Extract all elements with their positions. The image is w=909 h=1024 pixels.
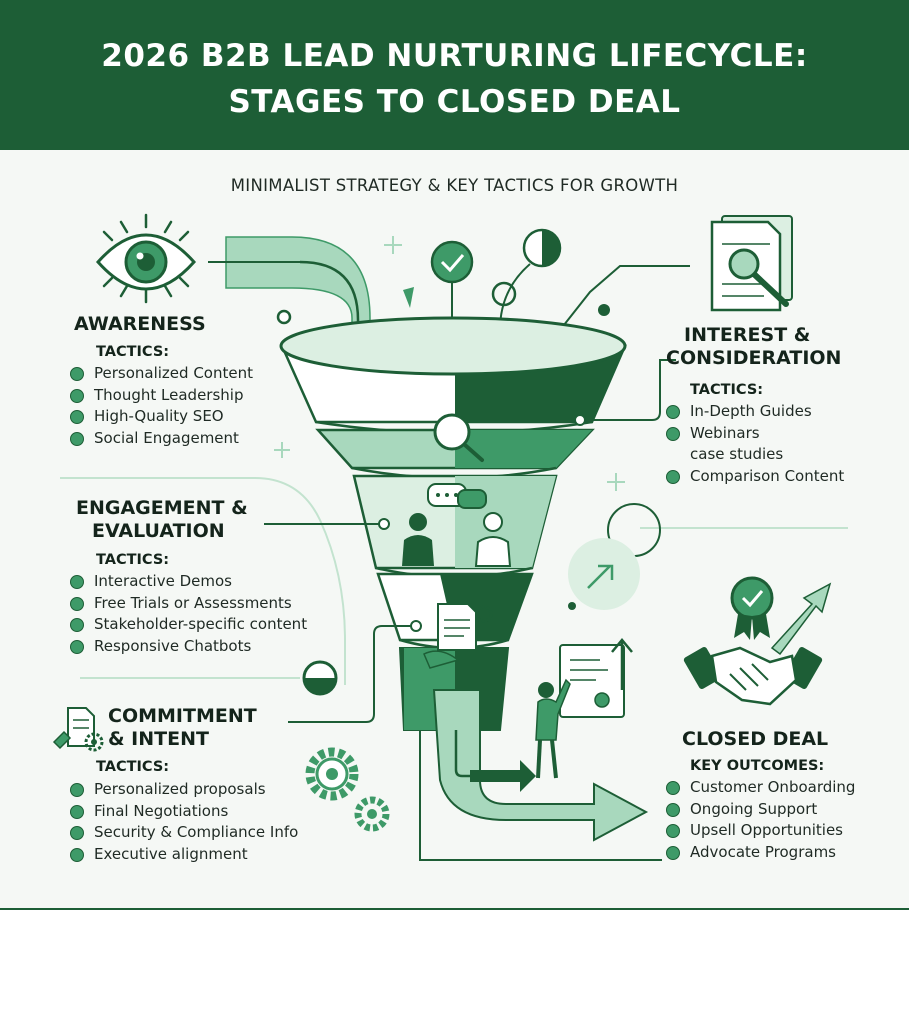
bullet-dot [666, 802, 680, 817]
list-item: Executive alignment [68, 844, 298, 866]
exit-arrow [419, 689, 662, 861]
list-item: Security & Compliance Info [68, 822, 298, 844]
list-item: Comparison Content [664, 466, 844, 488]
interest-tactics-label: TACTICS: [690, 382, 764, 398]
page-title-line-1: 2026 B2B LEAD NURTURING LIFECYCLE: [101, 38, 808, 74]
magnifier-document-icon [710, 215, 793, 312]
bullet-dot [666, 824, 680, 839]
bullet-dot [70, 826, 84, 841]
header-banner: 2026 B2B LEAD NURTURING LIFECYCLE: STAGE… [0, 0, 909, 150]
closed-deal-outcomes-label: KEY OUTCOMES: [690, 758, 825, 774]
list-item: Stakeholder-specific content [68, 614, 307, 636]
page-title-line-2: STAGES TO CLOSED DEAL [228, 84, 681, 120]
list-item: Interactive Demos [68, 571, 307, 593]
eye-icon [95, 213, 197, 304]
list-item: Webinars [664, 423, 844, 445]
list-item: Customer Onboarding [664, 777, 855, 799]
engagement-title-line-2: EVALUATION [92, 520, 225, 542]
bullet-dot [666, 781, 680, 795]
bullet-dot [70, 783, 84, 797]
bullet-dot [70, 367, 84, 381]
awareness-title: AWARENESS [74, 313, 206, 335]
pie-chart-icon [302, 660, 338, 696]
contract-icon [423, 603, 493, 669]
commitment-tactics-list: Personalized proposals Final Negotiation… [68, 779, 298, 866]
interest-title-line-2: CONSIDERATION [666, 347, 842, 369]
handshake-icon [683, 576, 832, 706]
list-item: Advocate Programs [664, 842, 855, 864]
awareness-tactics-list: Personalized Content Thought Leadership … [68, 363, 253, 450]
growth-orbit-icon [568, 503, 661, 610]
gears-icon [305, 747, 390, 832]
pie-icon [499, 228, 562, 331]
engagement-tactics-label: TACTICS: [96, 552, 170, 568]
list-item: case studies [690, 445, 784, 464]
conversation-icon [402, 483, 512, 567]
magnifier-icon [433, 413, 484, 462]
bullet-dot [70, 575, 84, 589]
bullet-dot [666, 470, 680, 485]
commitment-tactics-label: TACTICS: [96, 759, 170, 775]
bullet-dot [70, 432, 84, 447]
person-chart-icon [535, 638, 633, 779]
list-item: Final Negotiations [68, 801, 298, 823]
subtitle: MINIMALIST STRATEGY & KEY TACTICS FOR GR… [230, 176, 679, 195]
list-item: Personalized Content [68, 363, 253, 385]
bullet-dot [666, 846, 680, 861]
bullet-dot [666, 426, 680, 441]
closed-deal-outcomes-list: Customer Onboarding Ongoing Support Upse… [664, 777, 855, 864]
closed-deal-title: CLOSED DEAL [682, 728, 829, 750]
engagement-tactics-list: Interactive Demos Free Trials or Assessm… [68, 571, 307, 658]
list-item: Responsive Chatbots [68, 636, 307, 658]
bullet-dot [70, 640, 84, 655]
bullet-dot [70, 618, 84, 633]
list-item: In-Depth Guides [664, 401, 844, 423]
list-item: Personalized proposals [68, 779, 298, 801]
commitment-title-line-1: COMMITMENT [108, 705, 257, 727]
check-circle-icon [430, 240, 474, 332]
engagement-title-line-1: ENGAGEMENT & [76, 497, 248, 519]
bullet-dot [70, 848, 84, 863]
sparkle-icon [274, 236, 625, 491]
commitment-title-line-2: & INTENT [108, 728, 209, 750]
list-item: Social Engagement [68, 428, 253, 450]
bullet-dot [666, 405, 680, 419]
list-item: Free Trials or Assessments [68, 593, 307, 615]
list-item: Thought Leadership [68, 385, 253, 407]
list-item: High-Quality SEO [68, 406, 253, 428]
list-item: Ongoing Support [664, 799, 855, 821]
document-gear-icon [52, 707, 104, 752]
bullet-dot [70, 388, 84, 403]
bullet-dot [70, 410, 84, 425]
bullet-dot [70, 804, 84, 819]
awareness-tactics-label: TACTICS: [96, 344, 170, 360]
list-item: Upsell Opportunities [664, 820, 855, 842]
interest-title-line-1: INTEREST & [684, 324, 811, 346]
interest-tactics-list: In-Depth Guides Webinars case studies Co… [664, 401, 844, 488]
bullet-dot [70, 596, 84, 611]
